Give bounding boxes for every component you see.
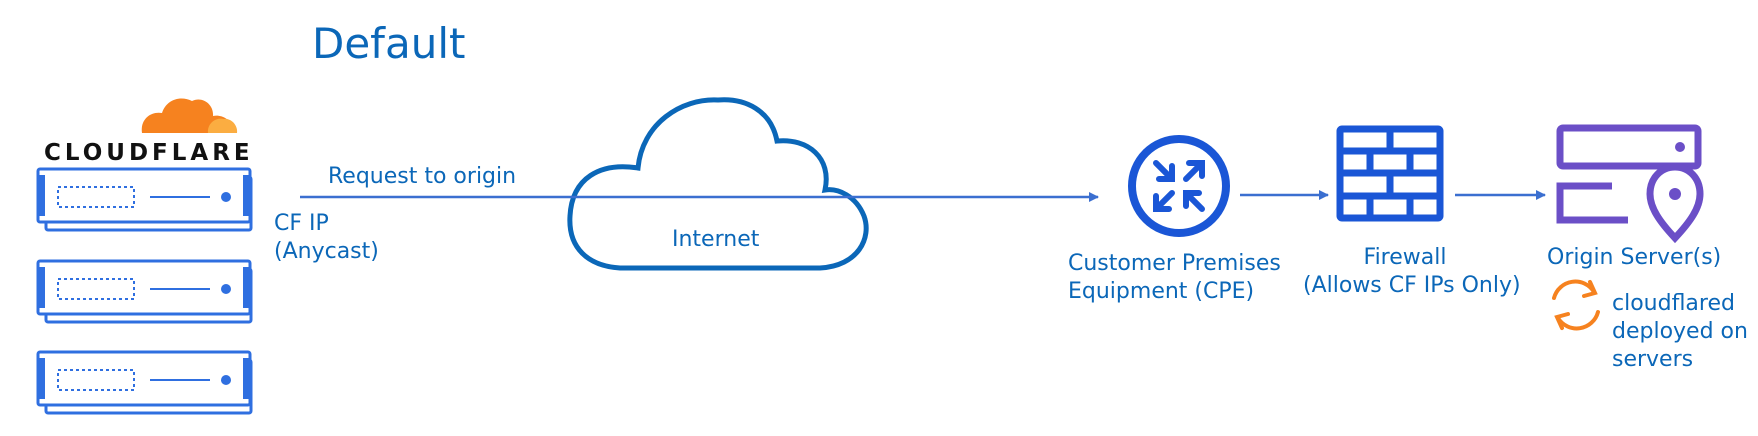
- cf-ip-label: CF IP: [274, 211, 329, 236]
- firewall-label: Firewall: [1363, 245, 1447, 270]
- cf-ip-anycast-label: (Anycast): [274, 239, 379, 264]
- cloudflared-label-line3: servers: [1612, 347, 1694, 372]
- cpe-label: Customer Premises: [1068, 251, 1281, 276]
- diagram-title: Default: [312, 19, 466, 68]
- origin-label: Origin Server(s): [1547, 245, 1722, 270]
- cpe-label-line2: Equipment (CPE): [1068, 279, 1255, 304]
- cloudflare-logo-icon: [141, 98, 238, 133]
- server-unit: [36, 167, 253, 232]
- cloudflared-label: cloudflared: [1612, 291, 1735, 316]
- cloudflare-wordmark: CLOUDFLARE: [44, 140, 254, 166]
- server-rack-icon: [36, 167, 253, 415]
- cloudflared-label-line2: deployed on: [1612, 319, 1748, 344]
- internet-label: Internet: [672, 227, 760, 252]
- server-unit: [36, 350, 253, 415]
- firewall-brick-icon: [1336, 125, 1444, 222]
- origin-server-icon: [1556, 124, 1704, 244]
- server-unit: [36, 259, 253, 324]
- cloud-icon: [567, 97, 869, 271]
- firewall-label-line2: (Allows CF IPs Only): [1303, 273, 1521, 298]
- router-icon: [1128, 135, 1230, 237]
- sync-arrows-icon: [1552, 279, 1600, 331]
- request-label: Request to origin: [328, 164, 517, 189]
